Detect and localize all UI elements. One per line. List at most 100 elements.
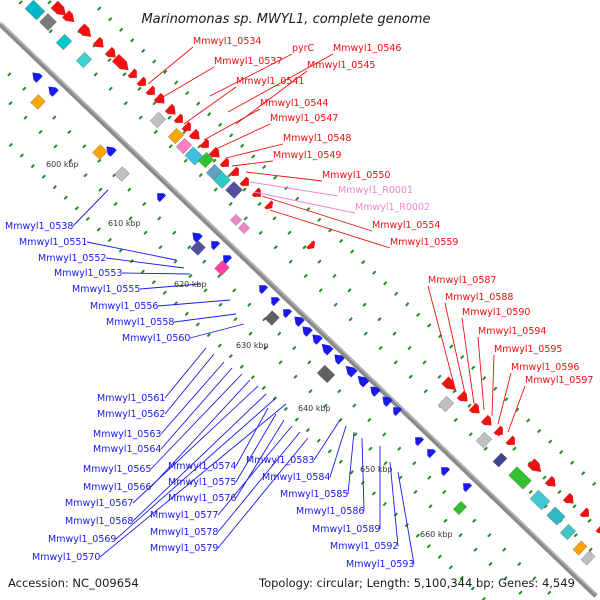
tick-dot [487,533,492,538]
gene-label: Mmwyl1_0579 [150,543,218,554]
tick-dot [168,144,173,149]
tick-dot [217,343,222,348]
tick-dot [233,317,238,322]
reverse-gene [463,483,473,493]
forward-gene [145,85,155,96]
tick-dot [212,158,217,163]
tick-dot [559,450,564,455]
tick-dot [53,144,58,149]
tick-label: 610 kbp [108,219,141,228]
tick-dot [407,345,412,351]
tick-dot [67,129,72,135]
leader-line [477,336,485,411]
forward-gene [199,138,209,149]
reverse-gene [259,285,269,295]
gene-label: Mmwyl1_0592 [330,541,398,552]
tick-dot [277,331,282,336]
reverse-gene [211,241,221,251]
tick-dot [448,565,453,570]
tick-dot [247,302,252,307]
leader-line [183,86,237,125]
gene-label: Mmwyl1_0586 [296,506,364,517]
tick-dot [570,460,575,465]
reverse-gene [345,365,358,378]
gene-label: Mmwyl1_0588 [445,292,513,303]
tick-dot [548,439,553,444]
tick-dot [437,374,442,379]
tick-dot [138,115,143,120]
leader-line [491,354,495,417]
tick-dot [141,48,146,54]
gene-label: Mmwyl1_0558 [106,317,174,328]
tick-dot [52,115,57,120]
feature-block [197,151,215,169]
feature-block [453,500,467,516]
leader-line [157,66,215,101]
feature-block [114,166,130,182]
gene-label: Mmwyl1_0570 [32,552,100,563]
reverse-gene [357,375,370,388]
gene-label: Mmwyl1_0564 [93,444,161,455]
gene-label: Mmwyl1_0595 [494,344,562,355]
tick-dot [143,230,148,235]
reverse-gene [294,316,305,327]
reverse-gene [32,72,43,83]
feature-block [475,431,493,449]
tick-dot [397,446,402,451]
reverse-gene [223,255,233,265]
tick-dot [333,302,338,307]
tick-dot [228,354,233,359]
reverse-gene [393,407,403,417]
tick-label: 640 kbp [298,404,331,413]
gene-label: Mmwyl1_0549 [273,150,341,161]
tick-dot [349,470,354,475]
reverse-gene [157,193,167,203]
forward-gene [239,176,249,187]
tick-dot [7,72,12,77]
tick-dot [243,216,248,221]
tick-dot [415,533,420,538]
gene-label: Mmwyl1_0593 [346,559,414,570]
leader-line [235,70,308,125]
gene-label: Mmwyl1_0578 [150,527,218,538]
gene-label: Mmwyl1_0590 [462,307,530,318]
leader-line [397,471,415,565]
reverse-gene [415,437,425,447]
tick-dot [362,302,367,307]
tick-dot [427,475,432,480]
tick-dot [217,273,222,279]
tick-dot [98,187,103,192]
tick-dot [393,360,398,365]
tick-dot [30,163,35,169]
tick-dot [127,187,132,192]
forward-gene [480,414,492,426]
gene-label: Mmwyl1_0585 [280,489,348,500]
tick-dot [471,365,476,370]
tick-dot [273,175,278,180]
tick-dot [352,403,357,408]
gene-label: pyrC [292,43,315,54]
tick-dot [48,29,53,34]
genome-backbone [0,22,598,598]
tick-label: 620 kbp [174,280,207,289]
reverse-gene [192,232,203,243]
tick-dot [107,237,112,243]
tick-dot [472,518,477,523]
tick-dot [93,72,98,77]
reverse-gene [283,309,293,319]
tick-dot [437,554,442,559]
tick-dot [258,230,263,235]
leader-line [389,461,399,547]
feature-block [92,144,108,160]
forward-gene [104,46,116,58]
gene-label: Mmwyl1_0574 [168,461,236,472]
leader-line [231,160,274,167]
forward-gene [92,36,104,48]
reverse-gene [48,86,59,97]
feature-block [30,94,46,110]
tick-dot [83,173,88,178]
tick-dot [422,360,427,365]
gene-label: Mmwyl1_0561 [97,393,165,404]
feature-block [316,364,336,384]
tick-dot [318,288,323,293]
